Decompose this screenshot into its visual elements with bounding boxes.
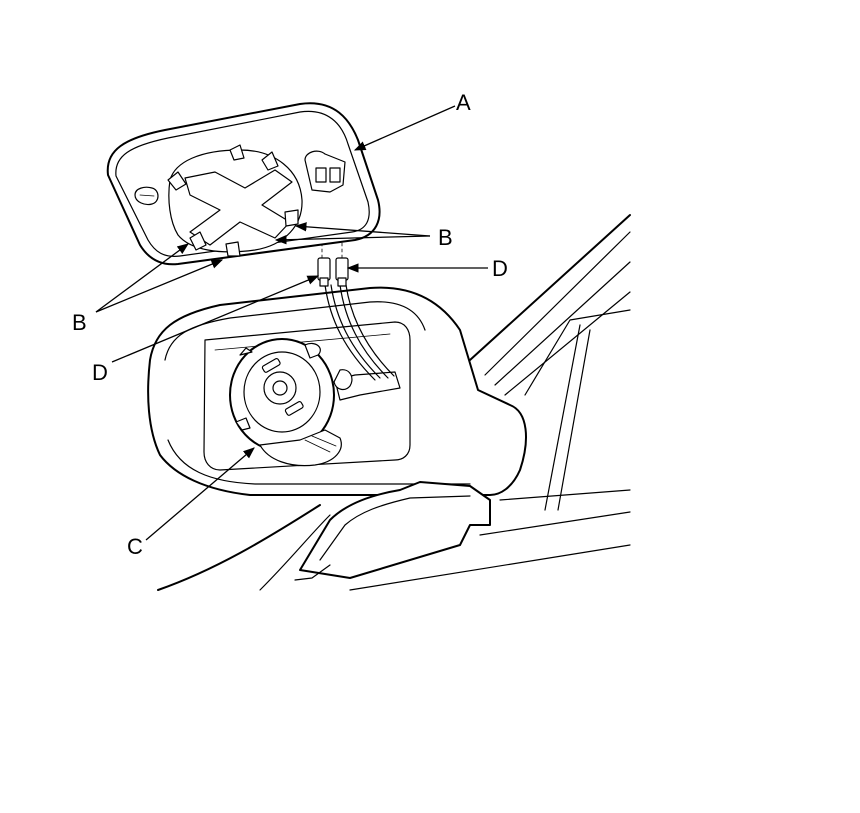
leader-b-right-1 xyxy=(294,222,431,237)
callout-a: A xyxy=(456,90,471,115)
leader-b-right-2 xyxy=(274,235,431,245)
mirror-glass xyxy=(106,102,381,266)
leader-lines xyxy=(95,105,488,541)
callout-d-right: D xyxy=(492,256,508,281)
leader-a xyxy=(353,105,456,151)
door-body xyxy=(157,214,631,591)
leader-c xyxy=(145,447,255,541)
callout-c: C xyxy=(127,534,143,559)
callout-b-left: B xyxy=(72,310,87,335)
leader-d-left xyxy=(111,275,320,363)
leader-b-left-1 xyxy=(95,243,189,313)
mirror-housing xyxy=(147,286,527,581)
actuator-motor xyxy=(229,338,401,467)
leader-b-left-2 xyxy=(95,259,224,313)
callout-d-left: D xyxy=(92,360,108,385)
callout-b-right: B xyxy=(438,225,453,250)
